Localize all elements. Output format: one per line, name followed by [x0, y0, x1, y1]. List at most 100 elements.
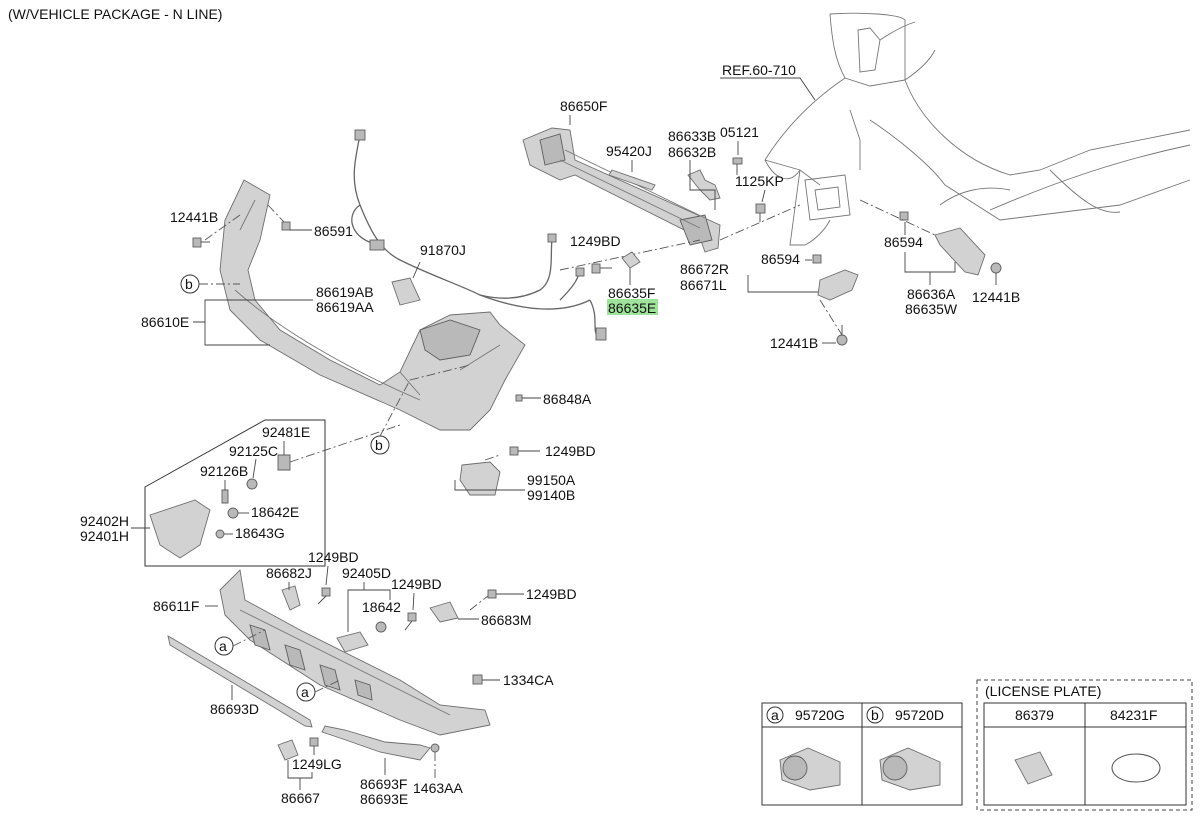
bulb-18642 — [375, 621, 387, 633]
label-86635w: 86635W — [905, 301, 958, 317]
strip-86693d — [167, 635, 313, 728]
label-92126b: 92126B — [200, 463, 248, 479]
callout-b-2-text: b — [375, 437, 383, 453]
label-86682j: 86682J — [266, 565, 312, 581]
clip-86591 — [281, 221, 291, 231]
label-91870j: 91870J — [420, 242, 466, 258]
part-99150a — [459, 461, 501, 496]
label-86693d: 86693D — [210, 701, 259, 717]
clip-86848a — [515, 394, 523, 402]
label-05121: 05121 — [720, 124, 759, 140]
bolt-1249bd-e — [487, 589, 524, 599]
label-86672r: 86672R — [680, 261, 729, 277]
label-1249bd-c: 1249BD — [308, 549, 359, 565]
label-1334ca: 1334CA — [503, 672, 554, 688]
bolt-1249lg — [309, 737, 319, 755]
bolt-1249bd-c — [317, 587, 331, 605]
label-86632b: 86632B — [668, 144, 716, 160]
label-86633b: 86633B — [668, 128, 716, 144]
bumper-cover-86610e — [219, 179, 526, 431]
sensor-marker-a: a — [771, 707, 779, 723]
label-86848a: 86848A — [543, 391, 592, 407]
license-plate-heading: (LICENSE PLATE) — [985, 683, 1101, 699]
label-1249bd-b: 1249BD — [545, 443, 596, 459]
part-86633b — [687, 169, 721, 201]
clip-1334ca — [472, 674, 483, 685]
label-92125c: 92125C — [229, 443, 278, 459]
part-86672r — [817, 269, 859, 301]
label-95420j: 95420J — [606, 143, 652, 159]
part-95420j — [608, 169, 656, 191]
bumper-beam-86650f — [522, 127, 721, 253]
label-92401h: 92401H — [80, 528, 129, 544]
diagram-title: (W/VEHICLE PACKAGE - N LINE) — [8, 6, 222, 22]
label-1249bd-a: 1249BD — [570, 233, 621, 249]
clip-1463aa — [430, 743, 440, 753]
license-part-86379: 86379 — [1015, 707, 1054, 723]
wiring-harness-91870j — [351, 129, 607, 341]
label-1249lg: 1249LG — [292, 756, 342, 772]
label-92481e: 92481E — [262, 424, 310, 440]
label-86594-a: 86594 — [761, 251, 800, 267]
vehicle-body-reference — [764, 12, 1191, 246]
sensor-marker-b: b — [871, 707, 879, 723]
part-86682j — [281, 585, 301, 611]
part-86619ab — [391, 277, 421, 306]
clip-86594-a — [812, 254, 822, 264]
label-86610e: 86610E — [141, 314, 189, 330]
label-86591: 86591 — [314, 223, 353, 239]
label-92402h: 92402H — [80, 513, 129, 529]
label-92405d: 92405D — [342, 565, 391, 581]
bolt-12441b-c — [990, 262, 1002, 285]
label-18642e: 18642E — [251, 504, 299, 520]
sensor-table — [761, 702, 963, 806]
label-86636a: 86636A — [907, 286, 956, 302]
label-12441b-a: 12441B — [170, 209, 218, 225]
label-12441b-c: 12441B — [972, 289, 1020, 305]
label-86611f: 86611F — [153, 598, 199, 614]
license-part-84231f: 84231F — [1110, 707, 1157, 723]
label-18642: 18642 — [362, 599, 401, 615]
label-86635f: 86635F — [608, 285, 655, 301]
label-86693f: 86693F — [360, 776, 407, 792]
reflector-assembly-box — [144, 419, 326, 567]
sensor-part-b: 95720D — [895, 707, 944, 723]
bolt-1249bd-d — [404, 612, 417, 631]
label-1249bd-e: 1249BD — [526, 586, 577, 602]
bolt-12441b-a — [192, 237, 210, 248]
bolt-05121 — [732, 157, 743, 175]
callout-a-1-text: a — [219, 638, 227, 654]
label-86594-b: 86594 — [884, 234, 923, 250]
sensor-part-a: 95720G — [795, 707, 845, 723]
bolt-1249bd-b — [509, 446, 540, 456]
label-86619aa: 86619AA — [316, 299, 374, 315]
label-86650f: 86650F — [560, 98, 607, 114]
part-92405d — [336, 631, 369, 653]
label-18643g: 18643G — [235, 525, 285, 541]
callout-a-2-text: a — [301, 684, 309, 700]
highlight-86635e — [607, 299, 658, 315]
bolt-1249bd-a — [591, 263, 612, 274]
label-1249bd-d: 1249BD — [391, 576, 442, 592]
part-86636a — [934, 227, 986, 276]
part-86667 — [277, 739, 299, 761]
label-99140b: 99140B — [527, 487, 575, 503]
callout-b-1-text: b — [185, 276, 193, 292]
label-86683m: 86683M — [481, 612, 532, 628]
bolt-1125kp — [755, 203, 766, 222]
label-86671l: 86671L — [680, 277, 727, 293]
label-1463aa: 1463AA — [413, 780, 463, 796]
diffuser-86611f — [219, 569, 491, 736]
label-86693e: 86693E — [360, 791, 408, 807]
label-86619ab: 86619AB — [316, 284, 374, 300]
label-1125kp: 1125KP — [735, 173, 784, 189]
label-86635e: 86635E — [608, 300, 656, 316]
strip-86693f — [321, 725, 431, 761]
clip-86594-b — [899, 211, 909, 221]
label-86667: 86667 — [281, 790, 320, 806]
part-86635f — [621, 251, 641, 269]
ref-label: REF.60-710 — [722, 62, 796, 78]
label-99150a: 99150A — [527, 472, 576, 488]
label-12441b-b: 12441B — [770, 335, 818, 351]
